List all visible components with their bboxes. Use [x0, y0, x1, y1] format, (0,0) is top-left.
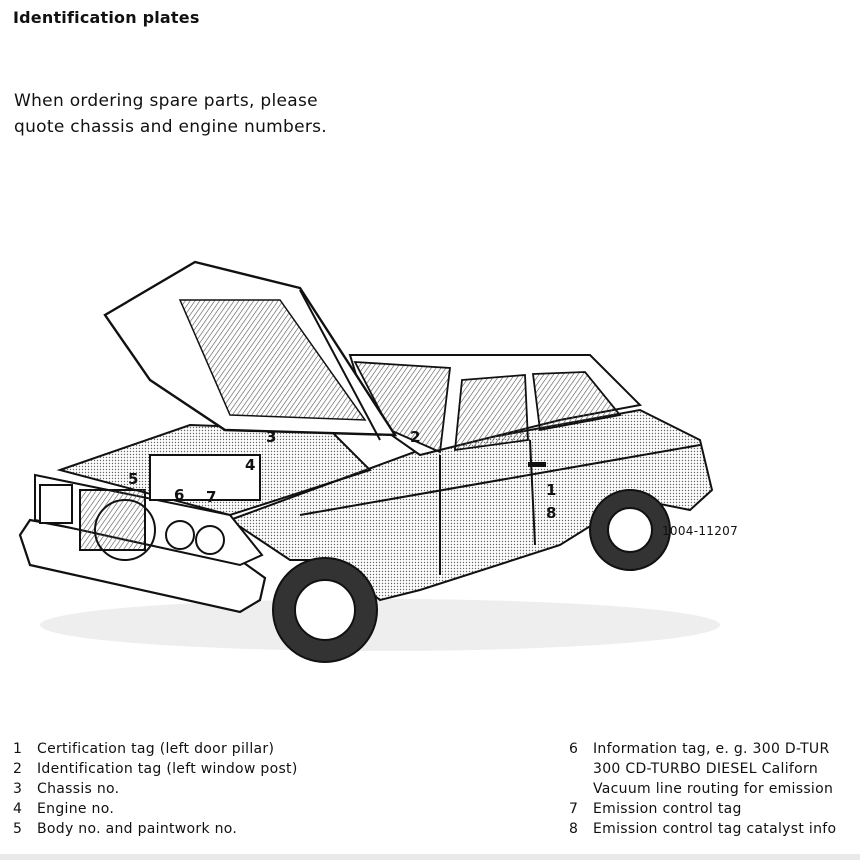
- legend-text: Certification tag (left door pillar): [37, 741, 275, 757]
- car-illustration: 1 2 3 4 5 6 7 8: [18, 260, 720, 663]
- legend-item: 3 Chassis no.: [13, 779, 373, 799]
- legend-text: Emission control tag catalyst info: [593, 821, 837, 837]
- grille: [79, 489, 146, 551]
- rear-wheel-hub: [607, 507, 653, 553]
- intro-text: When ordering spare parts, please quote …: [14, 88, 374, 140]
- headlight-right-outer: [165, 520, 195, 550]
- legend-item: 4 Engine no.: [13, 799, 373, 819]
- legend-item: 5 Body no. and paintwork no.: [13, 819, 373, 839]
- legend-number: 1: [13, 741, 23, 757]
- legend-number: 2: [13, 761, 23, 777]
- legend-text: Engine no.: [37, 801, 115, 817]
- callout-2: 2: [410, 428, 420, 446]
- legend-number: 6: [569, 741, 579, 757]
- door-handle: [528, 462, 546, 467]
- legend-item: 1 Certification tag (left door pillar): [13, 739, 373, 759]
- legend-item: Vacuum line routing for emission: [569, 779, 860, 799]
- callout-8: 8: [546, 504, 556, 522]
- legend-text: Emission control tag: [593, 801, 742, 817]
- legend-number: 8: [569, 821, 579, 837]
- callout-5: 5: [128, 470, 138, 488]
- legend-text: Identification tag (left window post): [37, 761, 298, 777]
- hood-prop-rod: [299, 289, 381, 441]
- legend-number: 3: [13, 781, 23, 797]
- callout-7: 7: [206, 488, 216, 506]
- headlight-right-inner: [195, 525, 225, 555]
- door-line-front: [529, 439, 536, 546]
- legend-right: 6 Information tag, e. g. 300 D-TUR 300 CD…: [569, 739, 860, 839]
- legend-item: 6 Information tag, e. g. 300 D-TUR: [569, 739, 860, 759]
- legend-text: Vacuum line routing for emission: [593, 781, 834, 797]
- legend-number: 4: [13, 801, 23, 817]
- front-wheel-hub: [294, 579, 356, 641]
- legend-number: 7: [569, 801, 579, 817]
- intro-line-1: When ordering spare parts, please: [14, 91, 318, 111]
- callout-4: 4: [245, 456, 255, 474]
- rear-side-window: [531, 371, 622, 432]
- ground-shadow: [40, 599, 720, 651]
- legend-text: Information tag, e. g. 300 D-TUR: [593, 741, 830, 757]
- page-title: Identification plates: [13, 8, 200, 27]
- hood-inner-panel: [178, 299, 367, 421]
- legend-text: Body no. and paintwork no.: [37, 821, 238, 837]
- headlight-left: [39, 484, 73, 524]
- legend-item: 7 Emission control tag: [569, 799, 860, 819]
- radiator-fan: [94, 499, 156, 561]
- legend-text: Chassis no.: [37, 781, 120, 797]
- callout-6: 6: [174, 486, 184, 504]
- legend-text: 300 CD-TURBO DIESEL Californ: [593, 761, 818, 777]
- legend-item: 300 CD-TURBO DIESEL Californ: [569, 759, 860, 779]
- legend-number: 5: [13, 821, 23, 837]
- callout-3: 3: [266, 428, 276, 446]
- page-footer-strip: [0, 854, 860, 860]
- engine-block: [149, 454, 261, 501]
- legend-number: [569, 779, 593, 799]
- front-side-window: [453, 374, 529, 452]
- figure-reference-number: 1004-11207: [662, 524, 739, 538]
- legend-number: [569, 759, 593, 779]
- intro-line-2: quote chassis and engine numbers.: [14, 117, 328, 137]
- body-trim-line: [299, 444, 701, 516]
- callout-1: 1: [546, 481, 556, 499]
- legend-item: 8 Emission control tag catalyst info: [569, 819, 860, 839]
- legend-item: 2 Identification tag (left window post): [13, 759, 373, 779]
